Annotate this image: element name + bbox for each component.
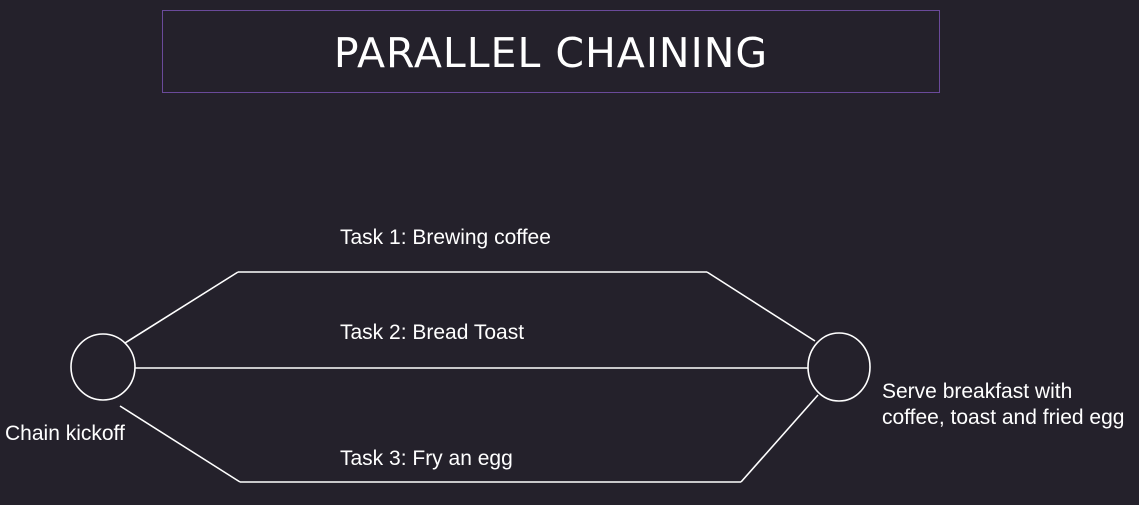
title-box: PARALLEL CHAINING xyxy=(162,10,940,93)
start-node-label: Chain kickoff xyxy=(5,422,125,445)
task-1-label: Task 1: Brewing coffee xyxy=(340,226,551,249)
task-3-branch-out xyxy=(119,405,241,483)
start-node xyxy=(70,333,136,401)
end-node-label: Serve breakfast with coffee, toast and f… xyxy=(882,380,1125,429)
task-2-label: Task 2: Bread Toast xyxy=(340,321,525,344)
task-1-path xyxy=(124,271,816,344)
page-title: PARALLEL CHAINING xyxy=(333,28,769,77)
task-1-branch-in xyxy=(706,271,816,342)
end-node xyxy=(807,332,871,402)
task-3-label: Task 3: Fry an egg xyxy=(340,447,513,470)
task-1-branch-out xyxy=(124,271,239,344)
task-3-path xyxy=(119,394,819,483)
task-3-branch-in xyxy=(740,394,819,483)
